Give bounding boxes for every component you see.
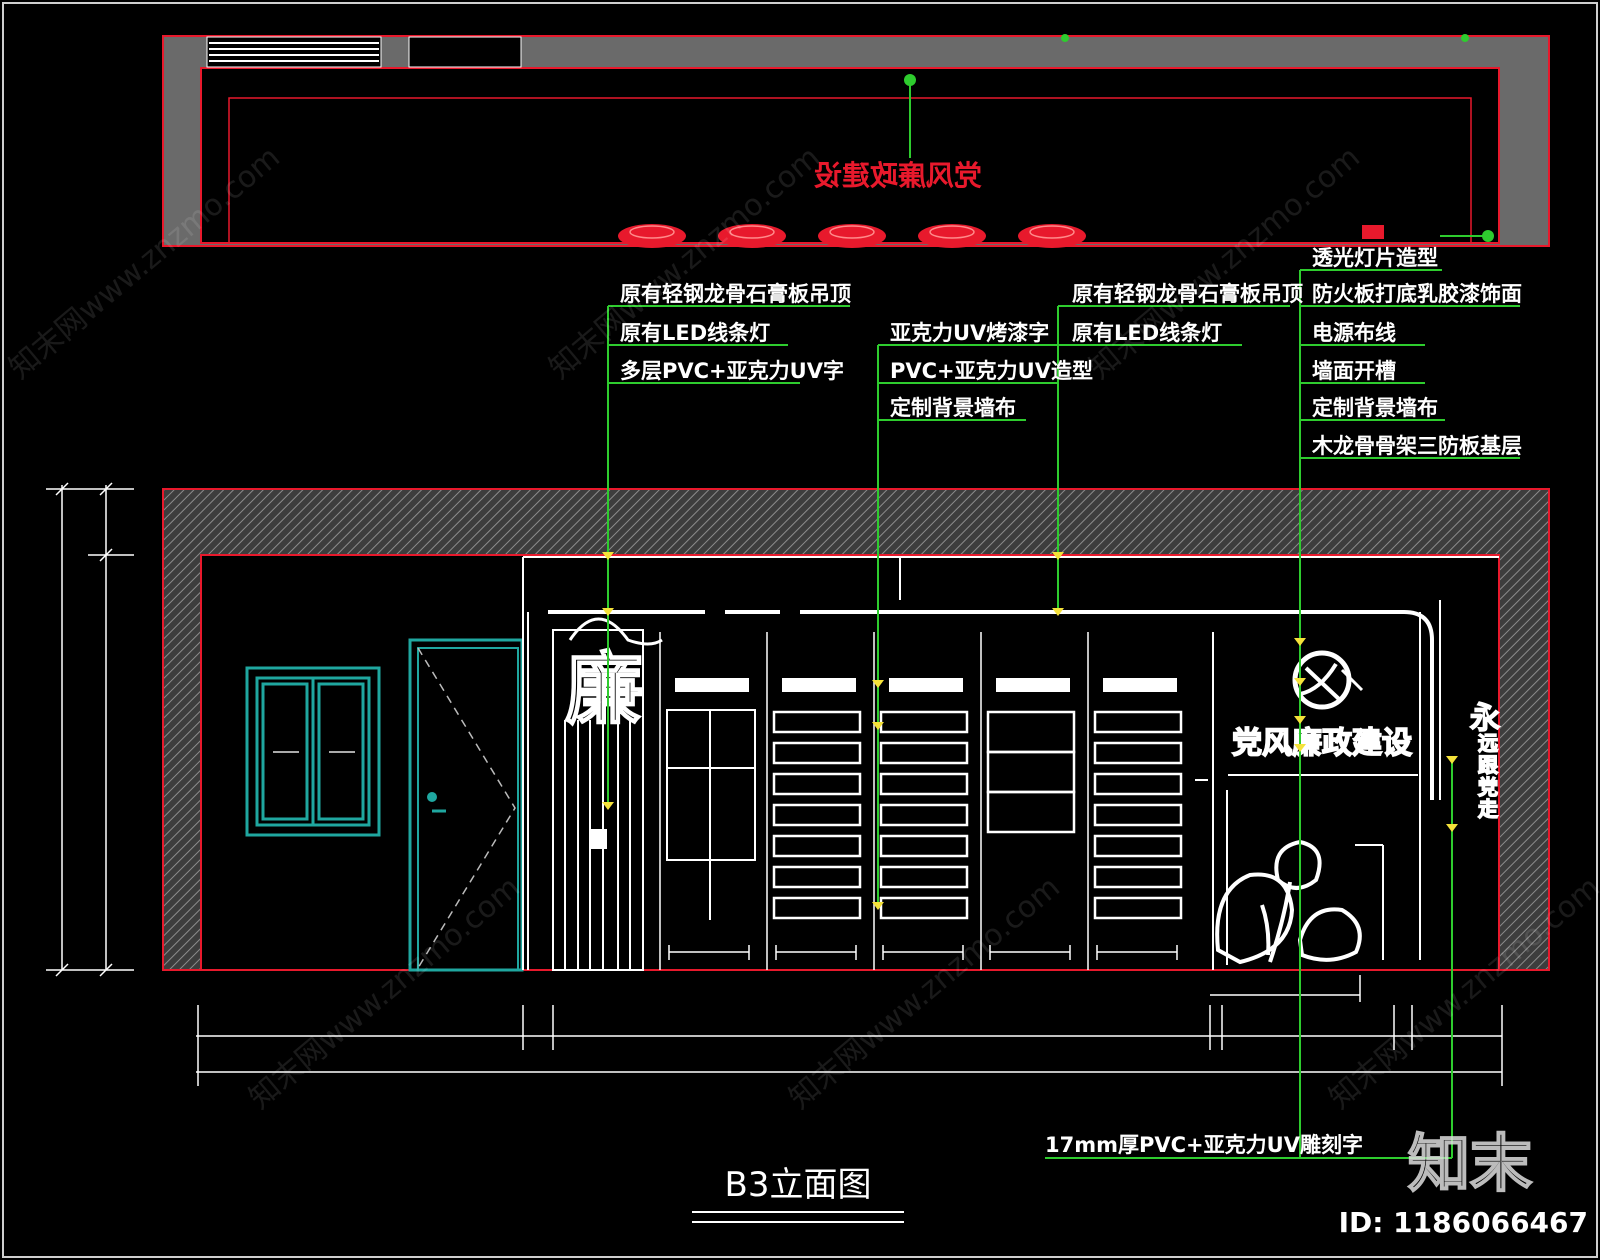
ceiling-lamps (618, 224, 1086, 248)
ceiling-lamp (918, 224, 986, 248)
info-panel (980, 632, 1076, 970)
label-left-1: 原有轻钢龙骨石膏板吊顶 (620, 282, 851, 306)
label-left-3: 多层PVC+亚克力UV字 (620, 359, 844, 383)
ceiling-plan: 党风廉政建设 (162, 34, 1550, 248)
light-marker (1362, 225, 1384, 239)
label-mid-1: 亚克力UV烤漆字 (890, 321, 1049, 345)
label-right-6: 木龙骨骨架三防板基层 (1311, 434, 1522, 458)
info-panels (659, 632, 1183, 970)
side-text-char: 党 (1478, 775, 1498, 799)
wall-headline: 党风廉政建设 (1232, 726, 1412, 761)
emblem-section (1195, 612, 1421, 970)
label-bottom: 17mm厚PVC+亚克力UV雕刻字 (1045, 1133, 1363, 1157)
ceiling-lamp (718, 224, 786, 248)
label-right-5: 定制背景墙布 (1312, 396, 1438, 420)
lotus-illustration (1215, 839, 1362, 965)
side-vertical-text: 永远跟党走 (1470, 701, 1500, 821)
vertical-dimensions (46, 482, 134, 977)
pillar-glyph: 廉 (565, 644, 643, 735)
annotation-labels: 原有轻钢龙骨石膏板吊顶 原有LED线条灯 多层PVC+亚克力UV字 亚克力UV烤… (620, 246, 1522, 1157)
pillar-panel (552, 617, 663, 971)
drawing-title: B3立面图 (725, 1165, 872, 1205)
id-watermark: ID: 1186066467 (1339, 1206, 1588, 1239)
info-panel (1087, 632, 1183, 970)
side-text-char: 远 (1478, 731, 1498, 755)
leader-markers (602, 552, 1458, 910)
ceiling-lamp (818, 224, 886, 248)
ceiling-sign-text: 党风廉政建设 (814, 159, 982, 192)
horizontal-dimensions (196, 975, 1503, 1086)
ceiling-lamp (618, 224, 686, 248)
watermark-text: 知末网www.znzmo.com (3, 140, 287, 386)
side-text-char: 走 (1478, 797, 1498, 821)
brand-watermark: 知末 (1408, 1127, 1532, 1200)
window (245, 666, 381, 837)
label-right-1: 透光灯片造型 (1312, 246, 1438, 270)
info-panel (873, 632, 969, 970)
label-mid-2: PVC+亚克力UV造型 (890, 359, 1093, 383)
label-left-2: 原有LED线条灯 (620, 321, 770, 345)
feature-wall-frame (522, 556, 1499, 970)
side-text-char: 跟 (1478, 753, 1499, 777)
label-mid-right-1: 原有轻钢龙骨石膏板吊顶 (1072, 282, 1303, 306)
label-right-4: 墙面开槽 (1312, 359, 1396, 383)
label-mid-right-2: 原有LED线条灯 (1072, 321, 1222, 345)
side-text-char: 永 (1470, 701, 1500, 736)
label-mid-3: 定制背景墙布 (890, 396, 1016, 420)
label-right-2: 防火板打底乳胶漆饰面 (1312, 282, 1522, 306)
leader-lines (607, 269, 1520, 1159)
info-panel (766, 632, 862, 970)
leader-dot (904, 74, 916, 86)
info-panel (659, 632, 756, 970)
label-right-3: 电源布线 (1312, 321, 1396, 345)
party-emblem (1292, 650, 1352, 710)
ceiling-lamp (1018, 224, 1086, 248)
vent-grille (206, 36, 522, 68)
